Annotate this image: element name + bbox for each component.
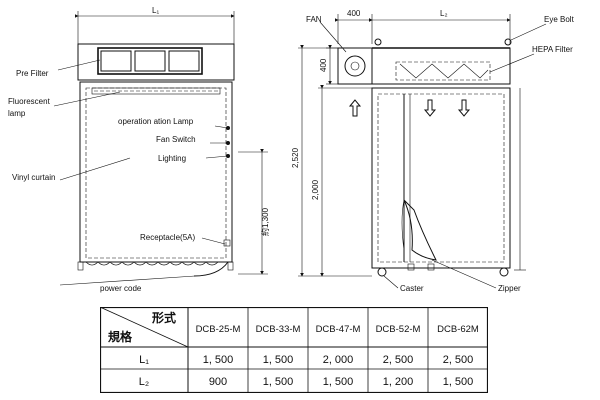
label-power-code: power code — [100, 284, 142, 293]
label-pre-filter: Pre Filter — [16, 69, 49, 78]
side-top-unit — [371, 47, 511, 85]
label-zipper: Zipper — [498, 284, 521, 293]
model-col-1: DCB-25-M — [196, 324, 241, 335]
label-fluorescent-lamp-1: Fluorescent — [8, 97, 51, 106]
fluorescent-lamp — [91, 87, 221, 95]
spec-table-grid: 形式 規格 DCB-25-M DCB-33-M DCB-47-M DCB-52-… — [99, 306, 489, 394]
label-fan-switch: Fan Switch — [156, 135, 196, 144]
table-header-spec: 規格 — [108, 329, 133, 344]
side-inner-height-dim: 2,000 — [311, 179, 320, 200]
model-col-4: DCB-52-M — [376, 324, 421, 335]
label-operation-lamp: operation ation Lamp — [118, 117, 194, 126]
label-receptacle: Receptacle(5A) — [140, 233, 195, 242]
eye-bolt-right — [504, 38, 512, 46]
row-l1-col-2: 1, 500 — [263, 354, 294, 366]
row-l1-col-4: 2, 500 — [383, 354, 414, 366]
row-l1-col-3: 2, 000 — [323, 354, 354, 366]
label-eye-bolt: Eye Bolt — [544, 15, 575, 24]
side-fan-height-dim: 400 — [319, 58, 328, 72]
front-top-unit — [77, 43, 235, 81]
fan-icon — [344, 55, 366, 77]
row-label-l1: L₁ — [139, 354, 149, 366]
row-l2-col-2: 1, 500 — [263, 376, 294, 388]
row-l2-col-1: 900 — [209, 376, 227, 388]
fan-box — [337, 47, 373, 85]
label-lighting: Lighting — [158, 154, 186, 163]
front-height-dim: 約1,300 — [260, 207, 270, 236]
front-width-dim: L₁ — [152, 6, 159, 15]
row-l1-col-1: 1, 500 — [203, 354, 234, 366]
row-l2-col-3: 1, 500 — [323, 376, 354, 388]
side-booth-body — [371, 87, 511, 269]
airflow-arrows — [348, 99, 471, 117]
label-vinyl-curtain: Vinyl curtain — [12, 173, 55, 182]
front-view: L₁ 約1,300 — [8, 6, 270, 293]
label-hepa-filter: HEPA Filter — [532, 45, 573, 54]
caster-left — [377, 267, 387, 277]
eye-bolt-left — [374, 38, 382, 46]
row-label-l2: L₂ — [139, 376, 149, 388]
curtain-flap — [403, 199, 437, 261]
row-l1-col-5: 2, 500 — [443, 354, 474, 366]
row-l2-col-5: 1, 500 — [443, 376, 474, 388]
model-col-2: DCB-33-M — [256, 324, 301, 335]
spec-table: 形式 規格 DCB-25-M DCB-33-M DCB-47-M DCB-52-… — [99, 306, 489, 394]
side-view: 400 L₂ 400 — [291, 9, 575, 293]
label-fluorescent-lamp-2: lamp — [8, 109, 26, 118]
caster-right — [499, 267, 509, 277]
model-col-5: DCB-62M — [437, 324, 479, 335]
table-header-model: 形式 — [152, 310, 176, 325]
label-fan: FAN — [306, 15, 322, 24]
model-col-3: DCB-47-M — [316, 324, 361, 335]
side-total-height-dim: 2,520 — [291, 147, 300, 168]
hepa-filter — [395, 61, 491, 81]
label-caster: Caster — [400, 284, 424, 293]
side-width-dim: L₂ — [440, 9, 448, 18]
pre-filter-grille — [97, 47, 203, 75]
receptacle — [223, 239, 231, 247]
row-l2-col-4: 1, 200 — [383, 376, 414, 388]
booth-drawing: L₁ 約1,300 — [8, 6, 575, 293]
side-fan-width-dim: 400 — [347, 9, 361, 18]
